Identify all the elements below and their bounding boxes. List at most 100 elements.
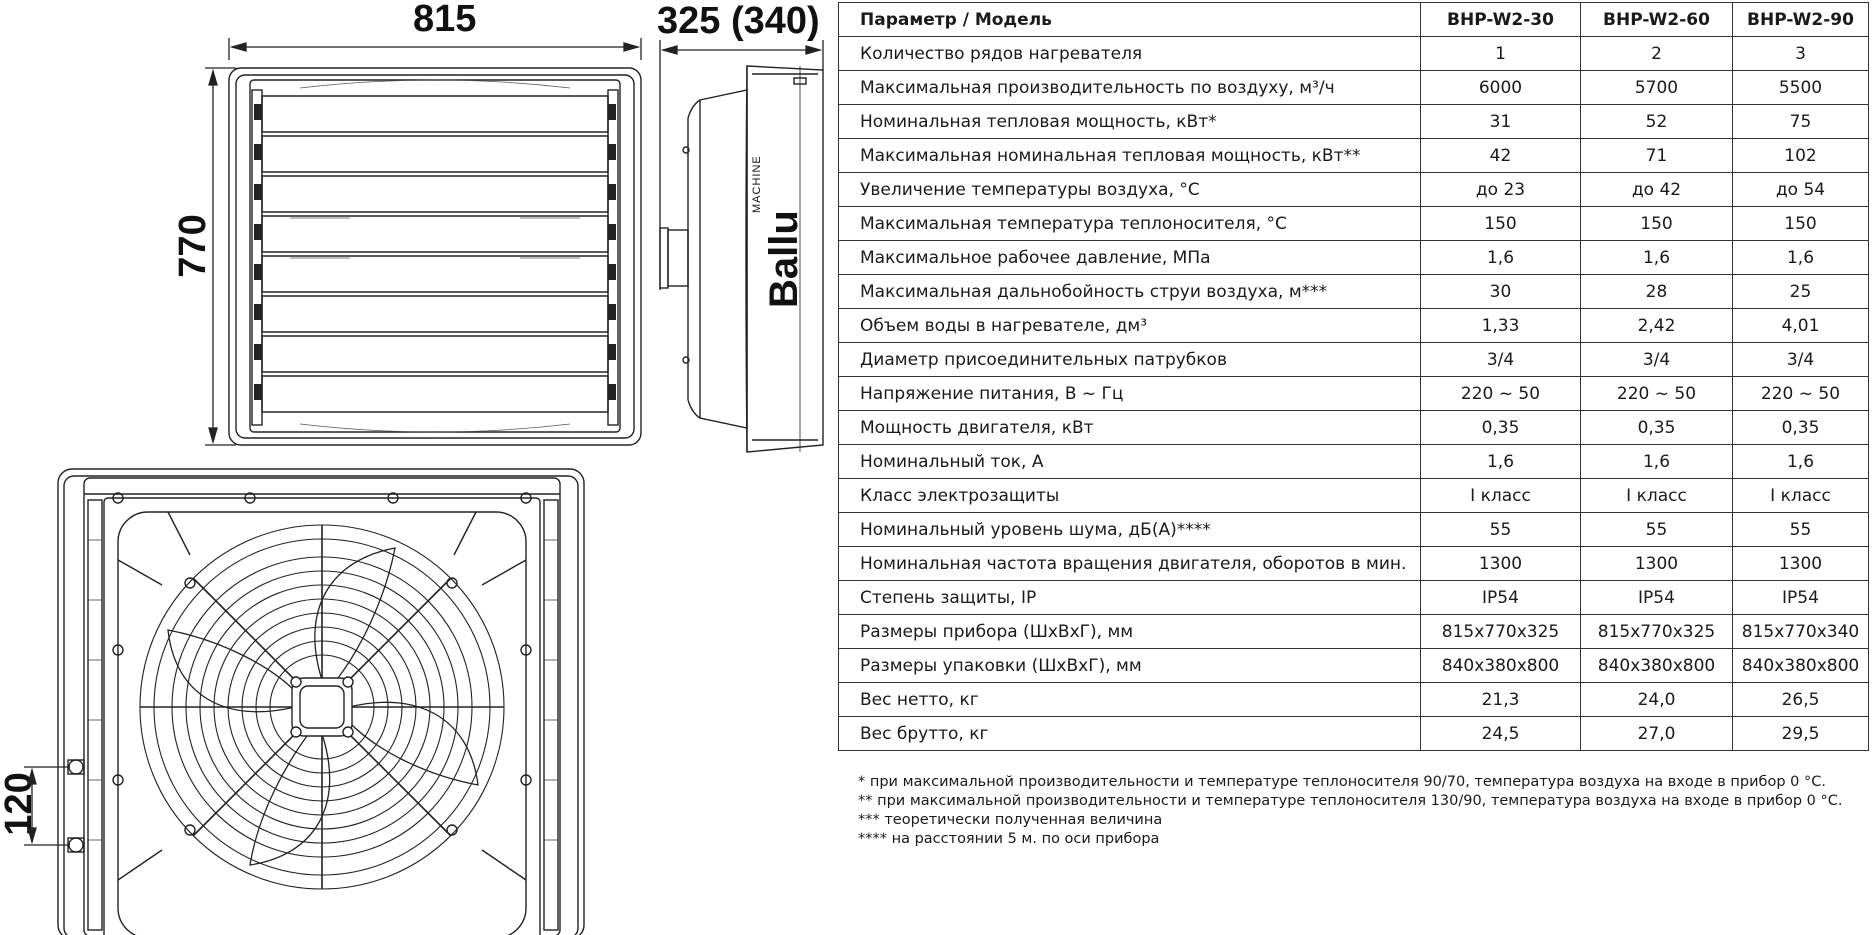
value-cell: до 23: [1420, 172, 1581, 207]
value-cell: 24,5: [1420, 716, 1581, 751]
footnote: * при максимальной производительности и …: [858, 774, 1826, 790]
value-cell: 42: [1420, 138, 1581, 173]
value-cell: 150: [1420, 206, 1581, 241]
value-cell: 1,6: [1732, 444, 1869, 479]
value-cell: 52: [1580, 104, 1733, 139]
parameter-cell: Размеры прибора (ШхВхГ), мм: [838, 614, 1421, 649]
value-cell: 5500: [1732, 70, 1869, 105]
value-cell: 1,6: [1420, 240, 1581, 275]
footnote: ** при максимальной производительности и…: [858, 793, 1843, 809]
value-cell: 840х380х800: [1732, 648, 1869, 683]
value-cell: 1,6: [1580, 444, 1733, 479]
front-view-louvers: [228, 67, 642, 446]
header-model: BHP-W2-30: [1420, 2, 1581, 37]
header-model: BHP-W2-90: [1732, 2, 1869, 37]
value-cell: до 54: [1732, 172, 1869, 207]
brand-subtitle: MACHINE: [751, 155, 763, 213]
parameter-cell: Мощность двигателя, кВт: [838, 410, 1421, 445]
table-row: Максимальная номинальная тепловая мощнос…: [838, 138, 1869, 173]
footnote: *** теоретически полученная величина: [858, 812, 1163, 828]
table-row: Максимальная производительность по возду…: [838, 70, 1869, 105]
parameter-cell: Номинальная частота вращения двигателя, …: [838, 546, 1421, 581]
dimension-depth-label: 325 (340): [657, 0, 820, 42]
value-cell: 840х380х800: [1420, 648, 1581, 683]
specifications-table: Параметр / Модель BHP-W2-30 BHP-W2-60 BH…: [838, 2, 1869, 751]
value-cell: 71: [1580, 138, 1733, 173]
value-cell: 1,6: [1420, 444, 1581, 479]
dimension-width-label: 815: [413, 0, 477, 40]
value-cell: 4,01: [1732, 308, 1869, 343]
parameter-cell: Максимальная производительность по возду…: [838, 70, 1421, 105]
parameter-cell: Объем воды в нагревателе, дм³: [838, 308, 1421, 343]
value-cell: 0,35: [1580, 410, 1733, 445]
parameter-cell: Номинальная тепловая мощность, кВт*: [838, 104, 1421, 139]
value-cell: 21,3: [1420, 682, 1581, 717]
parameter-cell: Степень защиты, IP: [838, 580, 1421, 615]
header-parameter: Параметр / Модель: [838, 2, 1421, 37]
value-cell: 0,35: [1732, 410, 1869, 445]
parameter-cell: Номинальный уровень шума, дБ(А)****: [838, 512, 1421, 547]
value-cell: IP54: [1420, 580, 1581, 615]
value-cell: 1300: [1580, 546, 1733, 581]
table-row: Номинальная частота вращения двигателя, …: [838, 546, 1869, 581]
value-cell: 3/4: [1420, 342, 1581, 377]
value-cell: 220 ~ 50: [1732, 376, 1869, 411]
parameter-cell: Напряжение питания, В ~ Гц: [838, 376, 1421, 411]
specifications-table-container: Параметр / Модель BHP-W2-30 BHP-W2-60 BH…: [838, 2, 1869, 751]
parameter-cell: Класс электрозащиты: [838, 478, 1421, 513]
parameter-cell: Вес брутто, кг: [838, 716, 1421, 751]
value-cell: 29,5: [1732, 716, 1869, 751]
value-cell: 1300: [1420, 546, 1581, 581]
value-cell: 55: [1732, 512, 1869, 547]
drawing-svg: [24, 38, 824, 935]
height-dimension-line: [205, 67, 236, 446]
table-row: Максимальная температура теплоносителя, …: [838, 206, 1869, 241]
value-cell: 5700: [1580, 70, 1733, 105]
value-cell: 55: [1420, 512, 1581, 547]
value-cell: 3/4: [1580, 342, 1733, 377]
width-dimension-line: [228, 38, 642, 60]
value-cell: I класс: [1732, 478, 1869, 513]
parameter-cell: Увеличение температуры воздуха, °С: [838, 172, 1421, 207]
value-cell: 1,33: [1420, 308, 1581, 343]
technical-drawings: 815 325 (340) 770 120: [0, 0, 840, 935]
value-cell: 840х380х800: [1580, 648, 1733, 683]
value-cell: 1,6: [1580, 240, 1733, 275]
value-cell: 31: [1420, 104, 1581, 139]
value-cell: 3: [1732, 36, 1869, 71]
value-cell: I класс: [1420, 478, 1581, 513]
parameter-cell: Максимальная температура теплоносителя, …: [838, 206, 1421, 241]
rear-view-fan: [57, 468, 585, 935]
parameter-cell: Размеры упаковки (ШхВхГ), мм: [838, 648, 1421, 683]
value-cell: 815х770х340: [1732, 614, 1869, 649]
value-cell: 55: [1580, 512, 1733, 547]
side-view: [659, 65, 824, 453]
brand-name: Ballu: [762, 210, 806, 308]
value-cell: 815х770х325: [1580, 614, 1733, 649]
value-cell: 220 ~ 50: [1420, 376, 1581, 411]
table-row: Максимальная дальнобойность струи воздух…: [838, 274, 1869, 309]
parameter-cell: Максимальная номинальная тепловая мощнос…: [838, 138, 1421, 173]
value-cell: 27,0: [1580, 716, 1733, 751]
value-cell: 30: [1420, 274, 1581, 309]
parameter-cell: Диаметр присоединительных патрубков: [838, 342, 1421, 377]
value-cell: 2: [1580, 36, 1733, 71]
value-cell: 24,0: [1580, 682, 1733, 717]
parameter-cell: Количество рядов нагревателя: [838, 36, 1421, 71]
parameter-cell: Максимальная дальнобойность струи воздух…: [838, 274, 1421, 309]
value-cell: 25: [1732, 274, 1869, 309]
